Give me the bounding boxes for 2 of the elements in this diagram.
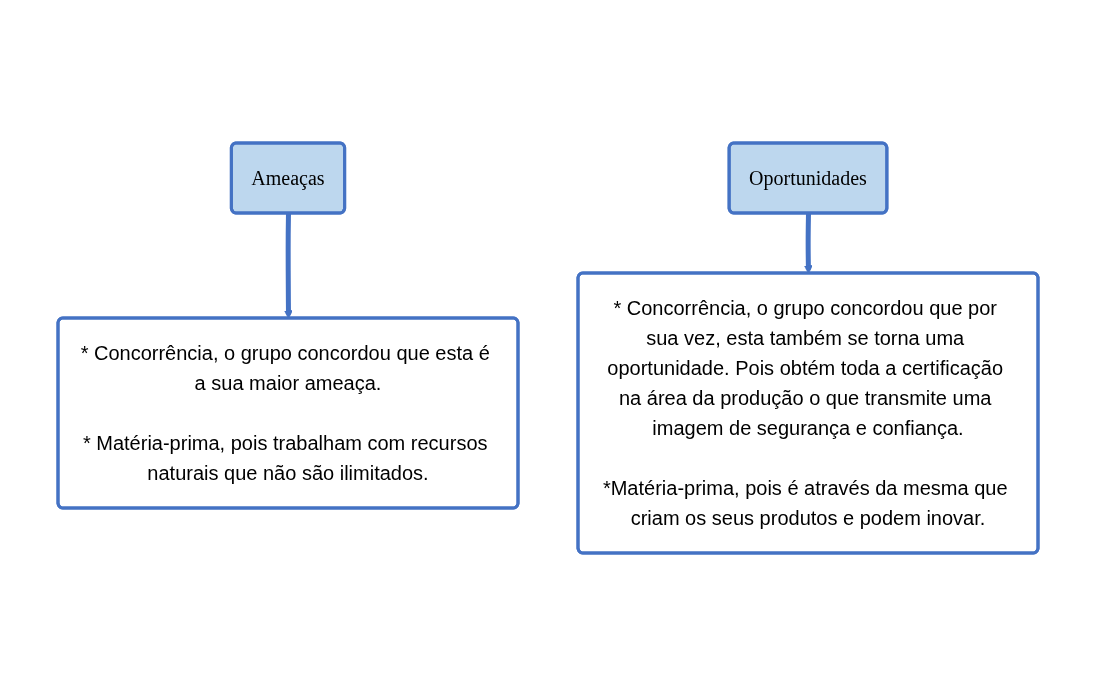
arrow — [283, 213, 293, 319]
arrow — [803, 213, 813, 274]
